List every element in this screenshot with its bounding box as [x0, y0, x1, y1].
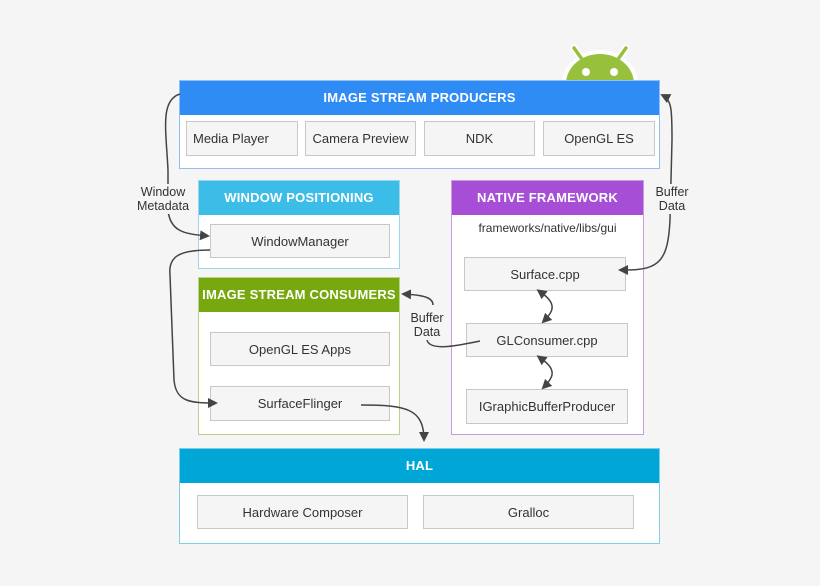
media-player-node[interactable]: Media Player [186, 121, 298, 156]
window-positioning-group: WINDOW POSITIONING WindowManager [198, 180, 400, 269]
native-framework-group: NATIVE FRAMEWORK frameworks/native/libs/… [451, 180, 644, 435]
image-stream-producers-header: IMAGE STREAM PRODUCERS [180, 81, 659, 115]
android-logo-icon [562, 44, 638, 84]
surface-cpp-node[interactable]: Surface.cpp [464, 257, 626, 291]
buffer-data-right-line1: Buffer [655, 185, 689, 199]
hal-group: HAL Hardware Composer Gralloc [179, 448, 660, 544]
buffer-data-right-line2: Data [658, 199, 686, 213]
opengl-es-apps-node[interactable]: OpenGL ES Apps [210, 332, 390, 366]
window-manager-node[interactable]: WindowManager [210, 224, 390, 258]
gralloc-node[interactable]: Gralloc [423, 495, 634, 529]
window-positioning-header: WINDOW POSITIONING [199, 181, 399, 215]
native-framework-header: NATIVE FRAMEWORK [452, 181, 643, 215]
buffer-data-mid-line2: Data [413, 325, 441, 339]
window-metadata-label: Window Metadata [130, 184, 196, 214]
image-stream-consumers-header: IMAGE STREAM CONSUMERS [199, 278, 399, 312]
hal-header: HAL [180, 449, 659, 483]
hardware-composer-node[interactable]: Hardware Composer [197, 495, 408, 529]
opengl-es-node[interactable]: OpenGL ES [543, 121, 655, 156]
glconsumer-cpp-node[interactable]: GLConsumer.cpp [466, 323, 628, 357]
surfaceflinger-node[interactable]: SurfaceFlinger [210, 386, 390, 421]
igraphicbufferproducer-node[interactable]: IGraphicBufferProducer [466, 389, 628, 424]
window-metadata-line1: Window [140, 185, 186, 199]
image-stream-producers-group: IMAGE STREAM PRODUCERS Media Player Came… [179, 80, 660, 169]
native-framework-path: frameworks/native/libs/gui [478, 221, 617, 235]
buffer-data-right-label: Buffer Data [649, 184, 695, 214]
buffer-data-mid-label: Buffer Data [404, 310, 450, 340]
image-stream-consumers-group: IMAGE STREAM CONSUMERS OpenGL ES Apps Su… [198, 277, 400, 435]
camera-preview-node[interactable]: Camera Preview [305, 121, 416, 156]
ndk-node[interactable]: NDK [424, 121, 535, 156]
buffer-data-mid-line1: Buffer [410, 311, 444, 325]
window-metadata-line2: Metadata [136, 199, 190, 213]
